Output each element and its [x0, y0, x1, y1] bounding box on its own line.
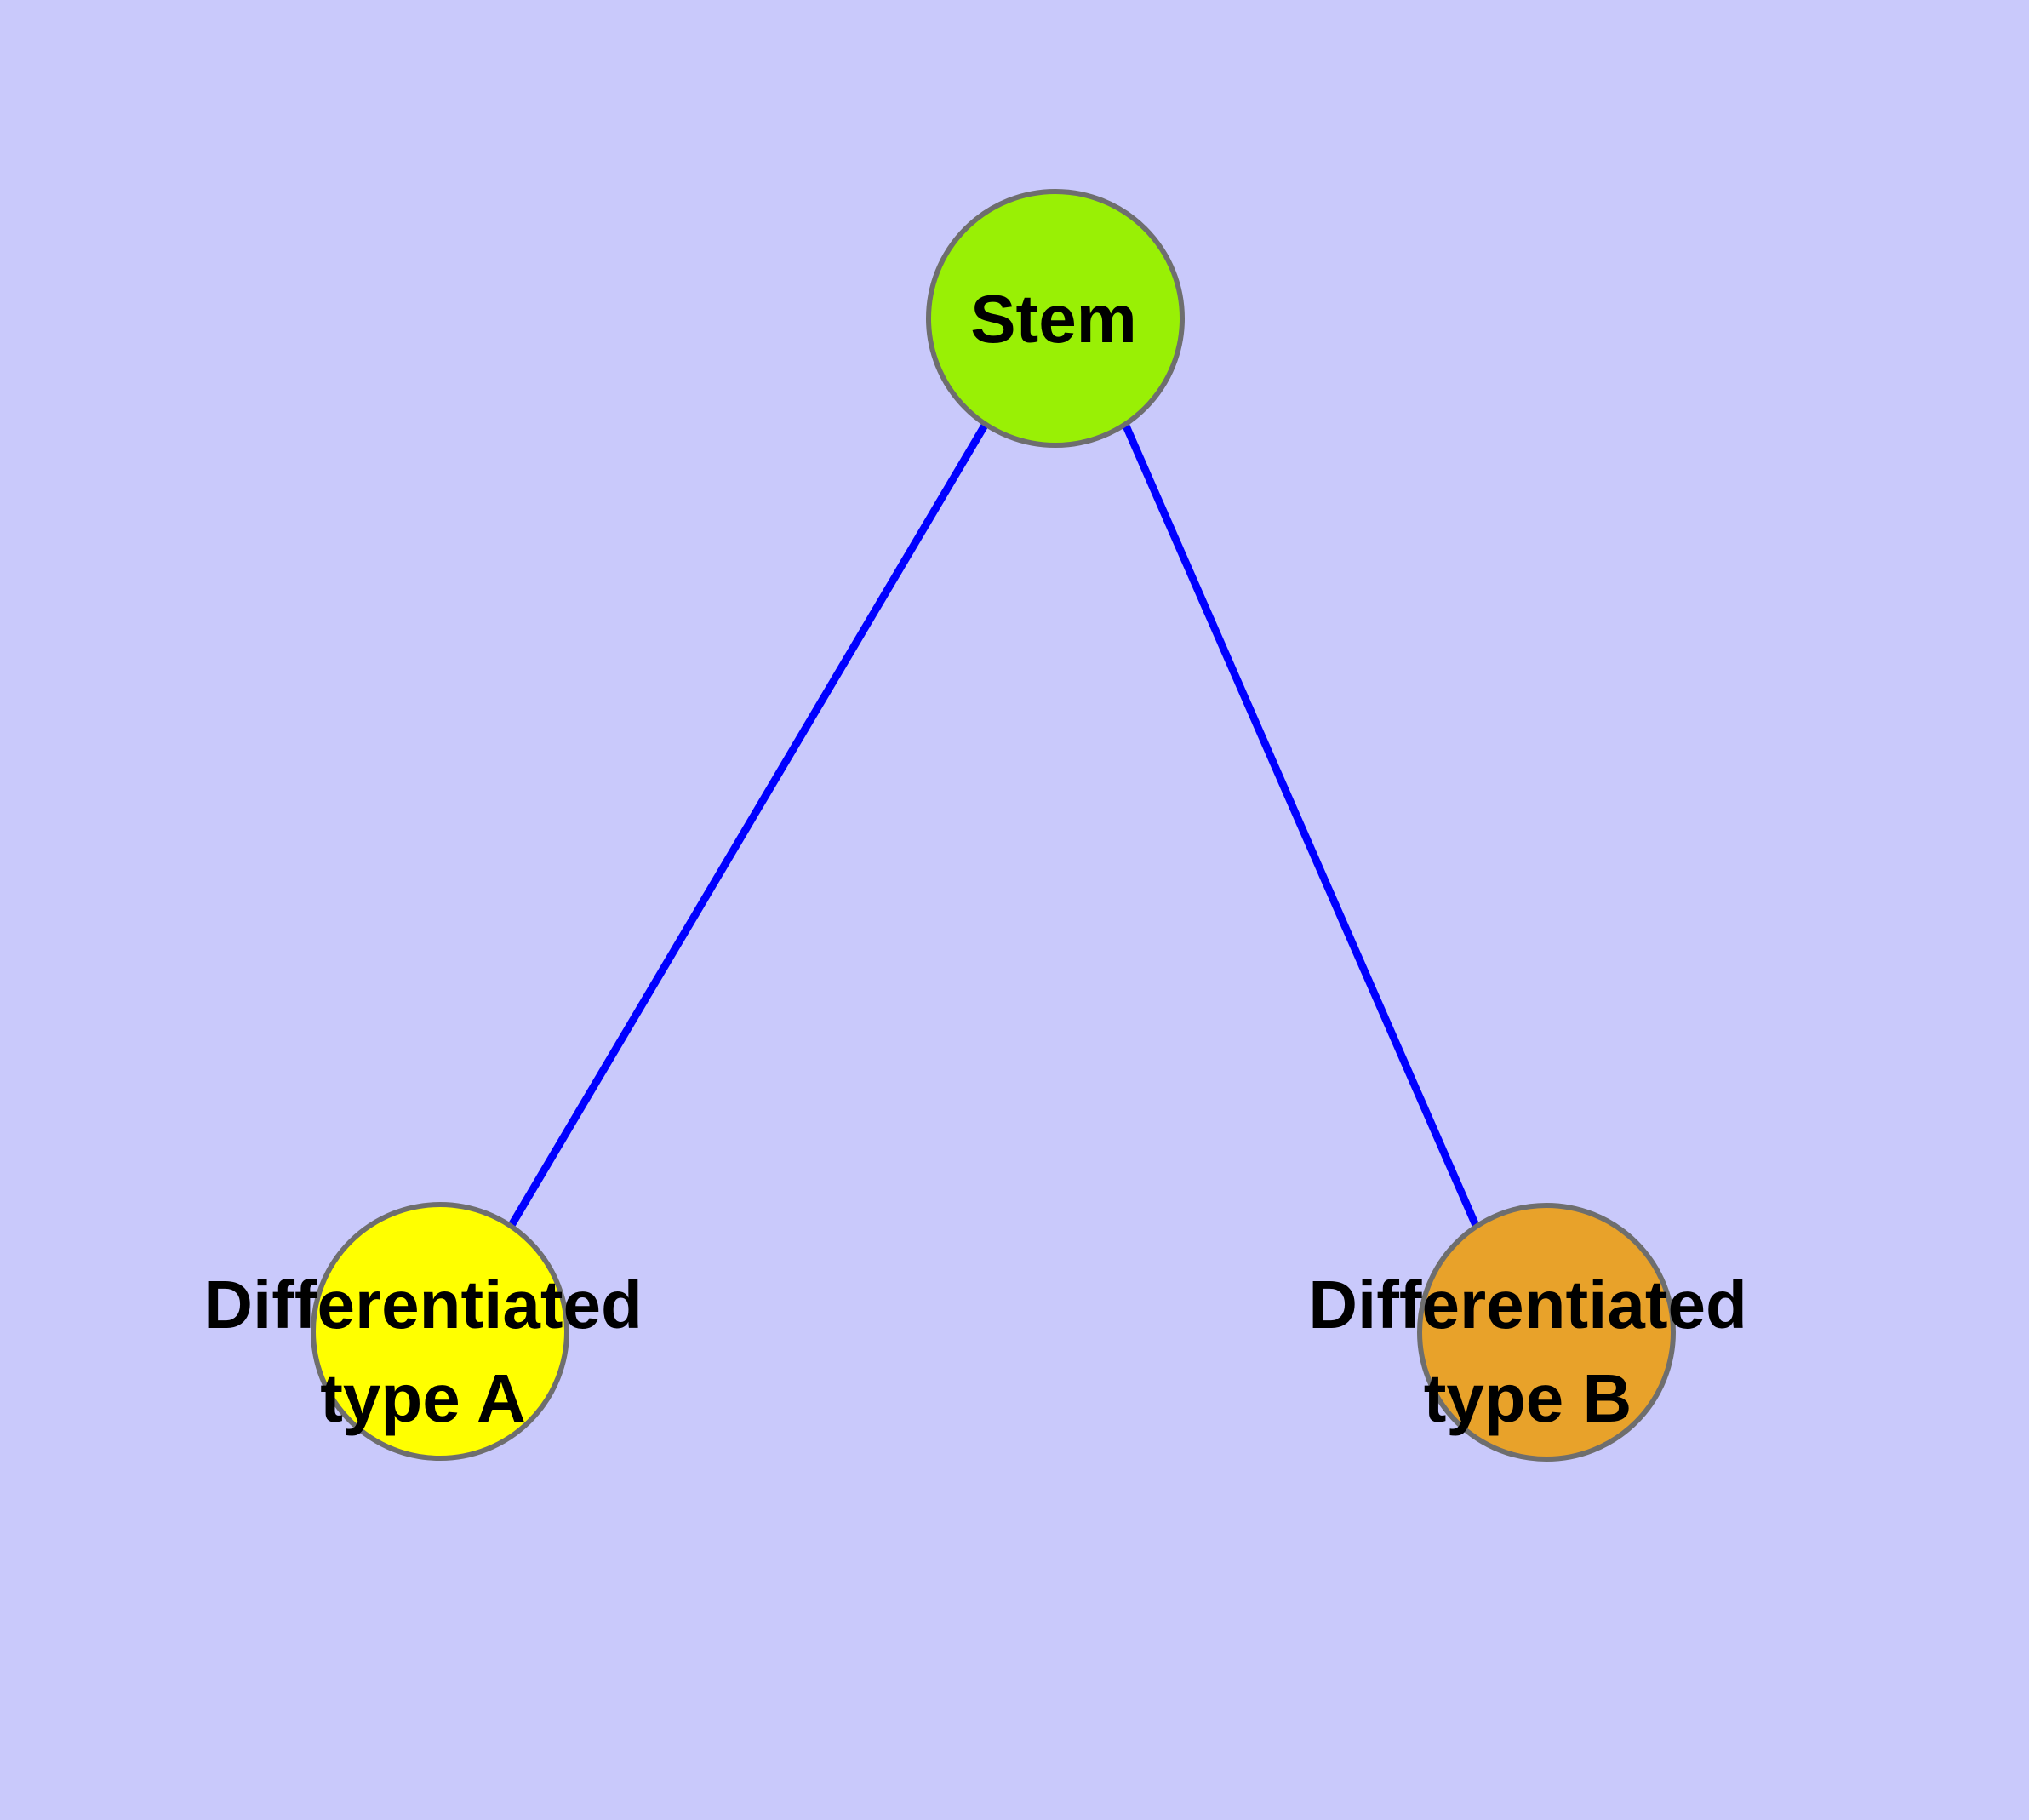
node-label-line: Stem [970, 281, 1137, 357]
node-label-differentiated-type-a: Differentiated type A [203, 1267, 643, 1436]
node-layer [311, 189, 1676, 1462]
label-layer: Stem Differentiated type A Differentiated… [203, 281, 1747, 1436]
node-label-line: type A [320, 1360, 526, 1436]
node-differentiated-type-b[interactable] [1417, 1203, 1676, 1462]
node-stem[interactable] [926, 189, 1185, 448]
edge-stem-to-differentiated-type-b[interactable] [1121, 422, 1482, 1231]
node-label-line: Differentiated [1308, 1267, 1747, 1342]
node-label-line: Differentiated [203, 1267, 643, 1342]
node-label-line: type B [1424, 1360, 1632, 1436]
node-differentiated-type-a[interactable] [311, 1202, 569, 1461]
node-label-stem: Stem [970, 281, 1137, 357]
edge-stem-to-differentiated-type-a[interactable] [507, 421, 989, 1229]
node-label-differentiated-type-b: Differentiated type B [1308, 1267, 1747, 1436]
edge-layer [507, 421, 1482, 1231]
